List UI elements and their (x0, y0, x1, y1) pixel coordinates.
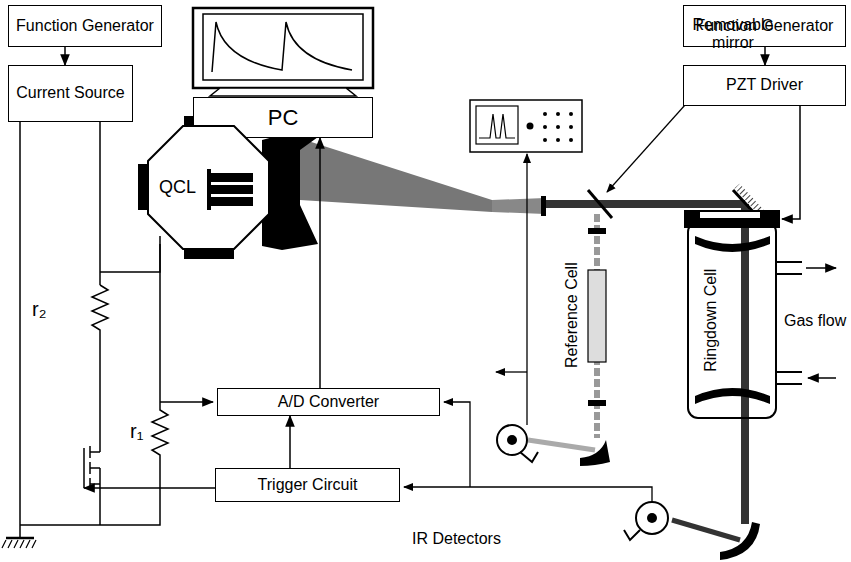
monitor (193, 8, 373, 96)
node-text: A/D Converter (278, 393, 379, 411)
resistor-label: r₁ (128, 420, 145, 443)
trigger-box: Trigger Circuit (215, 468, 400, 502)
driver-box: PZT Driver (683, 65, 846, 106)
cell-label: Reference Cell (563, 260, 581, 370)
connector-arrow (64, 47, 66, 65)
detector-label: IR Detectors (410, 530, 503, 548)
reference-path (496, 66, 720, 466)
signal-wires (404, 402, 652, 502)
gas-label: Gas flow (782, 312, 848, 330)
node-text: PC (268, 105, 299, 130)
converter-box: A/D Converter (217, 388, 440, 416)
node-text: Function Generator (16, 17, 154, 35)
generator-box: Function Generator (8, 5, 162, 47)
cell-label: Ringdown Cell (703, 266, 721, 373)
qcl-laser: QCL (147, 125, 270, 250)
node-text: Current Source (16, 84, 125, 102)
node-text: PZT Driver (726, 76, 803, 94)
drive-circuit (2, 122, 215, 548)
connector-arrow (764, 47, 766, 65)
mirror-label: Removable mirror (686, 16, 780, 53)
connector-arrow (289, 416, 291, 468)
connector-arrow (319, 138, 321, 388)
source-box: Current Source (8, 65, 133, 122)
node-text: Trigger Circuit (258, 476, 358, 494)
ringdown-cell (624, 106, 836, 560)
laser-beam (240, 132, 749, 524)
node-text: QCL (159, 177, 196, 198)
resistor-label: r₂ (30, 298, 48, 321)
oscilloscope (470, 100, 582, 152)
